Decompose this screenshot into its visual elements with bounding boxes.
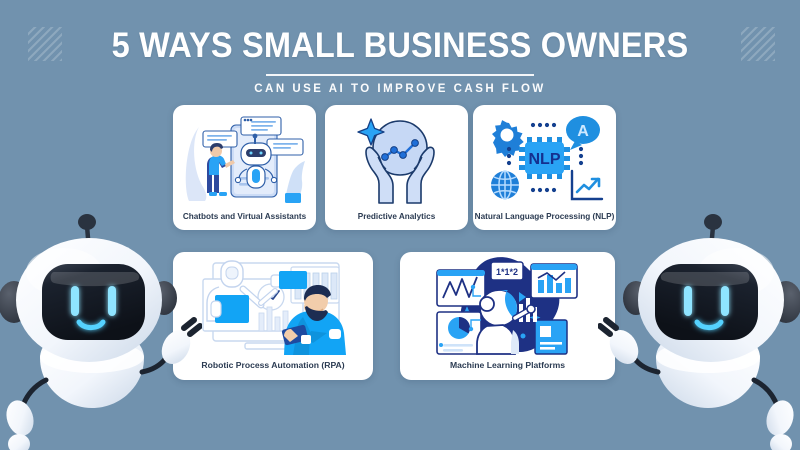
stripe-decoration-top-left <box>28 27 62 61</box>
screen-bar-chart <box>530 263 578 299</box>
ml-robot-figure <box>468 284 536 355</box>
globe-icon <box>490 169 519 200</box>
trend-chart-icon <box>570 169 603 200</box>
robot-arm <box>206 260 307 323</box>
white-robot-mascot-right <box>598 214 800 450</box>
stripe-decoration-top-right <box>741 27 775 61</box>
card-machine-learning[interactable]: 1*1*2 <box>400 252 615 380</box>
robot-arm-worker-dashboard-icon <box>173 252 373 360</box>
svg-text:1*1*2: 1*1*2 <box>496 267 518 277</box>
data-tag: 1*1*2 <box>490 261 524 281</box>
nlp-chip: NLP <box>518 136 570 179</box>
screen-pie-chart <box>436 311 482 355</box>
report-card <box>534 319 568 355</box>
person-figure <box>206 142 235 196</box>
hands-crystal-ball-chart-icon <box>325 105 468 212</box>
svg-text:NLP: NLP <box>528 151 560 168</box>
card-chatbots[interactable]: Chatbots and Virtual Assistants <box>173 105 316 230</box>
page-subtitle: CAN USE AI TO IMPROVE CASH FLOW <box>254 83 546 95</box>
card-nlp-label: Natural Language Processing (NLP) <box>474 212 615 221</box>
robot-data-screens-icon: 1*1*2 <box>400 252 615 360</box>
worker-figure <box>281 285 346 355</box>
screen-line-chart <box>436 269 486 307</box>
header: 5 WAYS SMALL BUSINESS OWNERS CAN USE AI … <box>0 26 800 95</box>
card-predictive-analytics-label: Predictive Analytics <box>357 212 436 221</box>
nlp-chip-gear-globe-icon: A <box>473 105 616 212</box>
card-chatbots-label: Chatbots and Virtual Assistants <box>182 212 307 221</box>
speech-bubble: A <box>565 115 600 150</box>
card-machine-learning-label: Machine Learning Platforms <box>449 360 566 370</box>
svg-text:A: A <box>577 123 589 140</box>
title-divider <box>266 74 534 76</box>
card-rpa-label: Robotic Process Automation (RPA) <box>201 360 345 370</box>
card-predictive-analytics[interactable]: Predictive Analytics <box>325 105 468 230</box>
page-title: 5 WAYS SMALL BUSINESS OWNERS <box>111 26 689 65</box>
card-nlp[interactable]: A <box>473 105 616 230</box>
card-rpa[interactable]: Robotic Process Automation (RPA) <box>173 252 373 380</box>
small-robot-figure <box>234 133 277 189</box>
chatbot-person-phone-icon <box>173 105 316 212</box>
white-robot-mascot-left <box>0 214 202 450</box>
